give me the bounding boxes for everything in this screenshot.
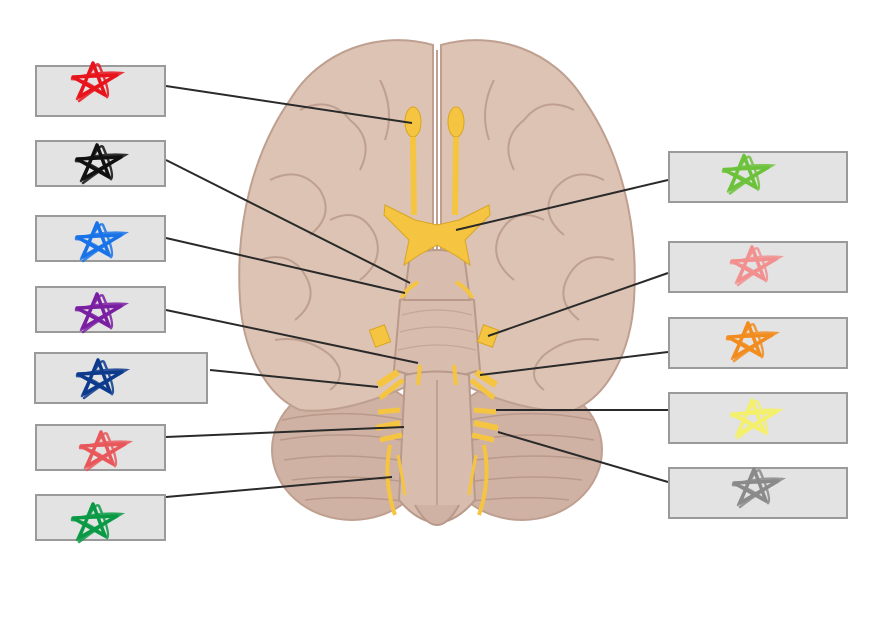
star-scribble-icon: [729, 398, 785, 440]
label-box-right-4[interactable]: [668, 392, 848, 444]
label-box-left-4[interactable]: [35, 286, 166, 334]
leader-lines: [165, 85, 669, 498]
star-scribble-stroke: [70, 503, 126, 544]
cranial-nerves: [368, 106, 500, 516]
star-scribble-icon: [721, 153, 777, 195]
leader-line-left-4: [165, 309, 419, 364]
olfactory-bulb-right: [447, 106, 465, 138]
star-scribble-icon: [729, 245, 785, 287]
star-scribble-stroke: [78, 431, 134, 472]
left-hemisphere: [238, 39, 434, 412]
label-box-left-3[interactable]: [35, 215, 166, 263]
star-scribble-stroke: [725, 322, 781, 363]
leader-line-right-3: [479, 351, 669, 376]
leader-line-left-2: [165, 159, 411, 284]
pons: [392, 291, 482, 379]
star-scribble-stroke: [731, 468, 787, 509]
leader-line-left-1: [165, 85, 413, 124]
optic-chiasm: [383, 204, 491, 267]
star-scribble-stroke: [729, 399, 785, 440]
label-box-left-2[interactable]: [35, 140, 166, 187]
star-scribble-icon: [75, 358, 131, 400]
label-box-right-3[interactable]: [668, 317, 848, 369]
star-scribble-stroke: [74, 222, 130, 263]
label-box-right-5[interactable]: [668, 467, 848, 519]
star-scribble-stroke: [729, 246, 785, 287]
star-scribble-icon: [70, 502, 126, 544]
star-scribble-icon: [70, 61, 126, 103]
label-box-left-1[interactable]: [35, 61, 166, 117]
label-box-right-1[interactable]: [668, 151, 848, 203]
star-scribble-stroke: [74, 144, 130, 185]
leader-line-right-5: [497, 431, 669, 483]
leader-line-left-7: [165, 476, 393, 498]
leader-line-left-5: [209, 369, 379, 388]
leader-line-right-1: [455, 179, 669, 231]
label-box-left-5[interactable]: [34, 352, 208, 404]
label-box-left-7[interactable]: [35, 494, 166, 544]
right-hemisphere: [440, 39, 636, 412]
star-scribble-stroke: [721, 155, 777, 195]
star-scribble-icon: [74, 221, 130, 263]
star-scribble-icon: [74, 292, 130, 334]
star-scribble-icon: [731, 467, 787, 509]
leader-line-left-6: [165, 426, 405, 438]
label-box-left-6[interactable]: [35, 424, 166, 472]
star-scribble-stroke: [70, 62, 126, 103]
star-scribble-icon: [725, 321, 781, 363]
leader-line-left-3: [165, 237, 406, 294]
star-scribble-icon: [74, 143, 130, 185]
leader-line-right-2: [487, 272, 669, 337]
star-scribble-stroke: [75, 359, 131, 400]
star-scribble-stroke: [74, 293, 130, 334]
spinal-cord-end: [414, 504, 460, 526]
star-scribble-icon: [78, 430, 134, 472]
label-box-right-2[interactable]: [668, 241, 848, 293]
